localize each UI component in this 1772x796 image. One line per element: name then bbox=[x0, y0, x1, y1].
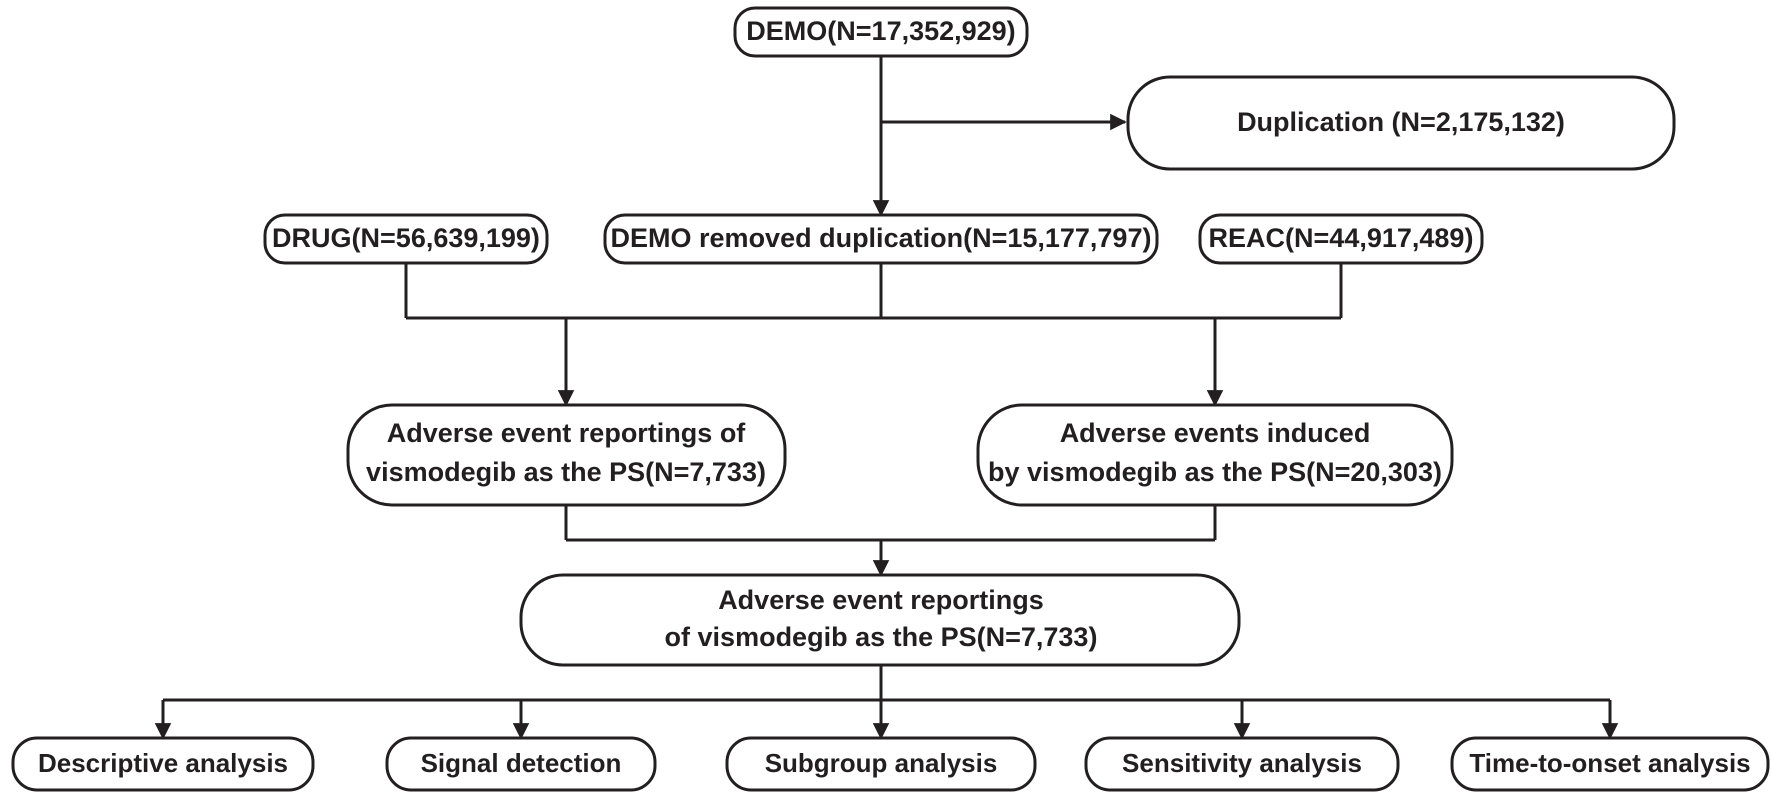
node-analysis-signal-detection[interactable]: Signal detection bbox=[385, 736, 657, 792]
node-final-cohort-line2: of vismodegib as the PS(N=7,733) bbox=[665, 622, 1098, 652]
node-analysis-sensitivity-label: Sensitivity analysis bbox=[1122, 748, 1362, 778]
node-ae-reportings-vismodegib-line2: vismodegib as the PS(N=7,733) bbox=[366, 457, 766, 487]
node-analysis-subgroup-label: Subgroup analysis bbox=[765, 748, 998, 778]
node-ae-induced-vismodegib-line1: Adverse events induced bbox=[1060, 418, 1371, 448]
node-reac-shape bbox=[1198, 213, 1484, 265]
node-analysis-subgroup-shape bbox=[725, 736, 1037, 792]
node-ae-induced-vismodegib[interactable]: Adverse events induced by vismodegib as … bbox=[976, 403, 1454, 507]
node-ae-reportings-vismodegib-line1: Adverse event reportings of bbox=[387, 418, 747, 448]
node-analysis-time-to-onset[interactable]: Time-to-onset analysis bbox=[1450, 736, 1770, 792]
node-analysis-descriptive-shape bbox=[11, 736, 315, 792]
node-ae-induced-vismodegib-line2: by vismodegib as the PS(N=20,303) bbox=[988, 457, 1442, 487]
node-drug-shape bbox=[263, 213, 549, 265]
node-ae-reportings-vismodegib[interactable]: Adverse event reportings of vismodegib a… bbox=[346, 403, 787, 507]
node-ae-induced-vismodegib-shape bbox=[976, 403, 1454, 507]
node-duplication-label: Duplication (N=2,175,132) bbox=[1237, 107, 1565, 137]
node-final-cohort[interactable]: Adverse event reportings of vismodegib a… bbox=[519, 573, 1241, 667]
node-demo-removed-duplication-label: DEMO removed duplication(N=15,177,797) bbox=[611, 223, 1152, 253]
node-demo-removed-duplication[interactable]: DEMO removed duplication(N=15,177,797) bbox=[603, 213, 1159, 265]
node-analysis-descriptive[interactable]: Descriptive analysis bbox=[11, 736, 315, 792]
node-demo-shape bbox=[733, 6, 1029, 58]
node-duplication-shape bbox=[1126, 75, 1676, 171]
node-demo-removed-duplication-shape bbox=[603, 213, 1159, 265]
node-reac-label: REAC(N=44,917,489) bbox=[1209, 223, 1474, 253]
node-analysis-time-to-onset-shape bbox=[1450, 736, 1770, 792]
node-analysis-signal-detection-shape bbox=[385, 736, 657, 792]
node-final-cohort-line1: Adverse event reportings bbox=[718, 585, 1044, 615]
node-duplication[interactable]: Duplication (N=2,175,132) bbox=[1126, 75, 1676, 171]
node-ae-reportings-vismodegib-shape bbox=[346, 403, 787, 507]
node-demo-label: DEMO(N=17,352,929) bbox=[746, 16, 1015, 46]
node-analysis-subgroup[interactable]: Subgroup analysis bbox=[725, 736, 1037, 792]
node-drug-label: DRUG(N=56,639,199) bbox=[272, 223, 540, 253]
node-final-cohort-shape bbox=[519, 573, 1241, 667]
node-drug[interactable]: DRUG(N=56,639,199) bbox=[263, 213, 549, 265]
node-analysis-descriptive-label: Descriptive analysis bbox=[38, 748, 288, 778]
node-demo[interactable]: DEMO(N=17,352,929) bbox=[733, 6, 1029, 58]
node-analysis-time-to-onset-label: Time-to-onset analysis bbox=[1469, 748, 1750, 778]
node-reac[interactable]: REAC(N=44,917,489) bbox=[1198, 213, 1484, 265]
node-analysis-sensitivity-shape bbox=[1084, 736, 1400, 792]
node-analysis-sensitivity[interactable]: Sensitivity analysis bbox=[1084, 736, 1400, 792]
node-analysis-signal-detection-label: Signal detection bbox=[421, 748, 622, 778]
